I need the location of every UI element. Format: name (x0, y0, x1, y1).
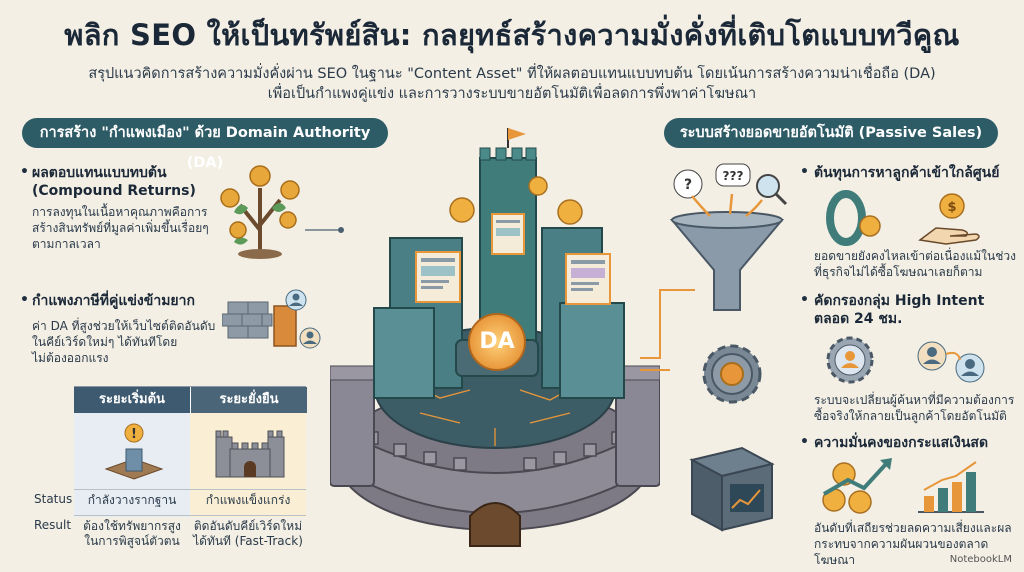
bullet-icon: • (800, 434, 809, 450)
table-header-late: ระยะยั่งยืน (190, 387, 307, 413)
bullet-icon: • (800, 164, 809, 180)
table-row-label-result: Result (34, 518, 72, 532)
hand-coin-icon: $ (918, 193, 980, 245)
comparison-table: ระยะเริ่มต้น ระยะยั่งยืน ! กำลังวางรากฐา… (74, 386, 307, 555)
table-cell-result-late: ติดอันดับคีย์เวิร์ดใหม่ ได้ทันที (Fast-T… (190, 519, 306, 549)
subtitle-line: เพื่อเป็นกำแพงคู่แข่ง และการวางระบบขายอั… (267, 86, 757, 102)
body-line: สร้างสินทรัพย์ที่มูลค่าเพิ่มขึ้นเรื่อยๆ (32, 221, 209, 235)
content-screens (415, 213, 611, 305)
coin-arrow-icon (822, 458, 892, 514)
right-item-title: ความมั่นคงของกระแสเงินสด (814, 435, 989, 451)
right-item-title: ต้นทุนการหาลูกค้าเข้าใกล้ศูนย์ (814, 165, 1000, 181)
svg-text:$: $ (947, 200, 956, 215)
connector-line (305, 227, 344, 233)
da-badge: DA (479, 329, 515, 354)
right-low-building (559, 302, 625, 399)
right-item-body: อันดับที่เสถียรช่วยลดความเสี่ยงและผล กระ… (814, 520, 1019, 568)
search-funnel-icon: ? ??? (669, 163, 788, 311)
body-line: ค่า DA ที่สูงช่วยให้เว็บไซต์ติดอันดับ (32, 319, 216, 333)
body-line: ซื้อจริงให้กลายเป็นลูกค้าโดยอัตโนมัติ (814, 409, 1007, 423)
body-line: อันดับที่เสถียรช่วยลดความเสี่ยงและผล (814, 521, 1012, 535)
bar-chart-icon (918, 461, 984, 513)
body-line: ยอดขายยังคงไหลเข้าต่อเนื่องแม้ในช่วง (814, 249, 1016, 263)
main-tower-battlements (479, 147, 537, 161)
floating-coins (449, 176, 583, 225)
fortress-wall-icon (215, 430, 285, 478)
cell-line: ติดอันดับคีย์เวิร์ดใหม่ (193, 519, 303, 533)
right-item-body: ระบบจะเปลี่ยนผู้ค้นหาที่มีความต้องการ ซื… (814, 392, 1019, 424)
flag (508, 128, 526, 140)
left-section-heading: การสร้าง "กำแพงเมือง" ด้วย Domain Author… (22, 118, 388, 171)
title-line: คัดกรองกลุ่ม High Intent (814, 293, 985, 309)
table-header-early: ระยะเริ่มต้น (74, 387, 190, 413)
page-subtitle: สรุปแนวคิดการสร้างความมั่งคั่งผ่าน SEO ใ… (40, 64, 984, 104)
cell-line: ต้องใช้ทรัพยากรสูง (83, 519, 181, 533)
connector-lines-right (640, 289, 695, 371)
left-item-body: ค่า DA ที่สูงช่วยให้เว็บไซต์ติดอันดับ ใน… (32, 318, 242, 366)
table-cell-status-early: กำลังวางรากฐาน (87, 493, 177, 507)
svg-text:?: ? (684, 177, 692, 193)
gears-icon (702, 344, 762, 404)
left-tower (330, 375, 375, 487)
bullet-icon: • (20, 292, 29, 308)
subtitle-line: สรุปแนวคิดการสร้างความมั่งคั่งผ่าน SEO ใ… (88, 66, 936, 82)
body-line: ในคีย์เวิร์ดใหม่ๆ ได้ทันทีโดย (32, 335, 178, 349)
cell-line: ได้ทันที (Fast-Track) (193, 534, 303, 548)
table-cell-status-late: กำแพงแข็งแกร่ง (205, 493, 291, 507)
foundation-icon: ! (104, 423, 164, 480)
brick-wall-icon (222, 289, 321, 349)
body-line: ระบบจะเปลี่ยนผู้ค้นหาที่มีความต้องการ (814, 393, 1015, 407)
table-cell-result-early: ต้องใช้ทรัพยากรสูง ในการพิสูจน์ตัวตน (74, 519, 190, 549)
title-line: ตลอด 24 ชม. (814, 311, 903, 327)
body-line: ที่ธุรกิจไม่ได้ซื้อโฆษณาเลยก็ตาม (814, 265, 983, 279)
left-tower-top (330, 365, 375, 381)
title-line: ผลตอบแทนแบบทบต้น (32, 165, 167, 181)
left-item-body: การลงทุนในเนื้อหาคุณภาพคือการ สร้างสินทร… (32, 204, 242, 252)
body-line: กระทบจากความผันผวนของตลาดโฆษณา (814, 537, 989, 567)
table-row-label-status: Status (34, 492, 73, 506)
page-title: พลิก SEO ให้เป็นทรัพย์สิน: กลยุทธ์สร้างค… (64, 18, 960, 52)
left-item-title: ผลตอบแทนแบบทบต้น (Compound Returns) (32, 164, 232, 200)
table-divider (74, 515, 306, 516)
bullet-icon: • (800, 292, 809, 308)
server-box-icon (689, 446, 775, 532)
bullet-icon: • (20, 164, 29, 180)
right-item-body: ยอดขายยังคงไหลเข้าต่อเนื่องแม้ในช่วง ที่… (814, 248, 1019, 280)
body-line: ไม่ต้องออกแรง (32, 351, 109, 365)
notebooklm-brand: NotebookLM (949, 554, 1012, 565)
zero-coin-icon (826, 190, 881, 246)
table-divider (74, 489, 306, 490)
castle-gate (469, 502, 521, 547)
body-line: การลงทุนในเนื้อหาคุณภาพคือการ (32, 205, 208, 219)
cell-line: ในการพิสูจน์ตัวตน (84, 534, 180, 548)
left-item-title: กำแพงภาษีที่คู่แข่งข้ามยาก (32, 293, 195, 309)
castle-illustration (330, 128, 660, 547)
body-line: ตามกาลเวลา (32, 237, 101, 251)
gear-user-icon (826, 336, 874, 384)
left-low-building (373, 307, 435, 399)
da-orb (468, 313, 526, 371)
user-conversion-icon (917, 341, 985, 383)
right-item-title: คัดกรองกลุ่ม High Intent ตลอด 24 ชม. (814, 292, 1019, 328)
title-line: (Compound Returns) (32, 183, 196, 199)
money-tree-icon (220, 165, 300, 259)
right-section-heading: ระบบสร้างยอดขายอัตโนมัติ (Passive Sales) (664, 118, 998, 148)
svg-text:!: ! (131, 427, 137, 442)
svg-text:???: ??? (723, 169, 744, 183)
